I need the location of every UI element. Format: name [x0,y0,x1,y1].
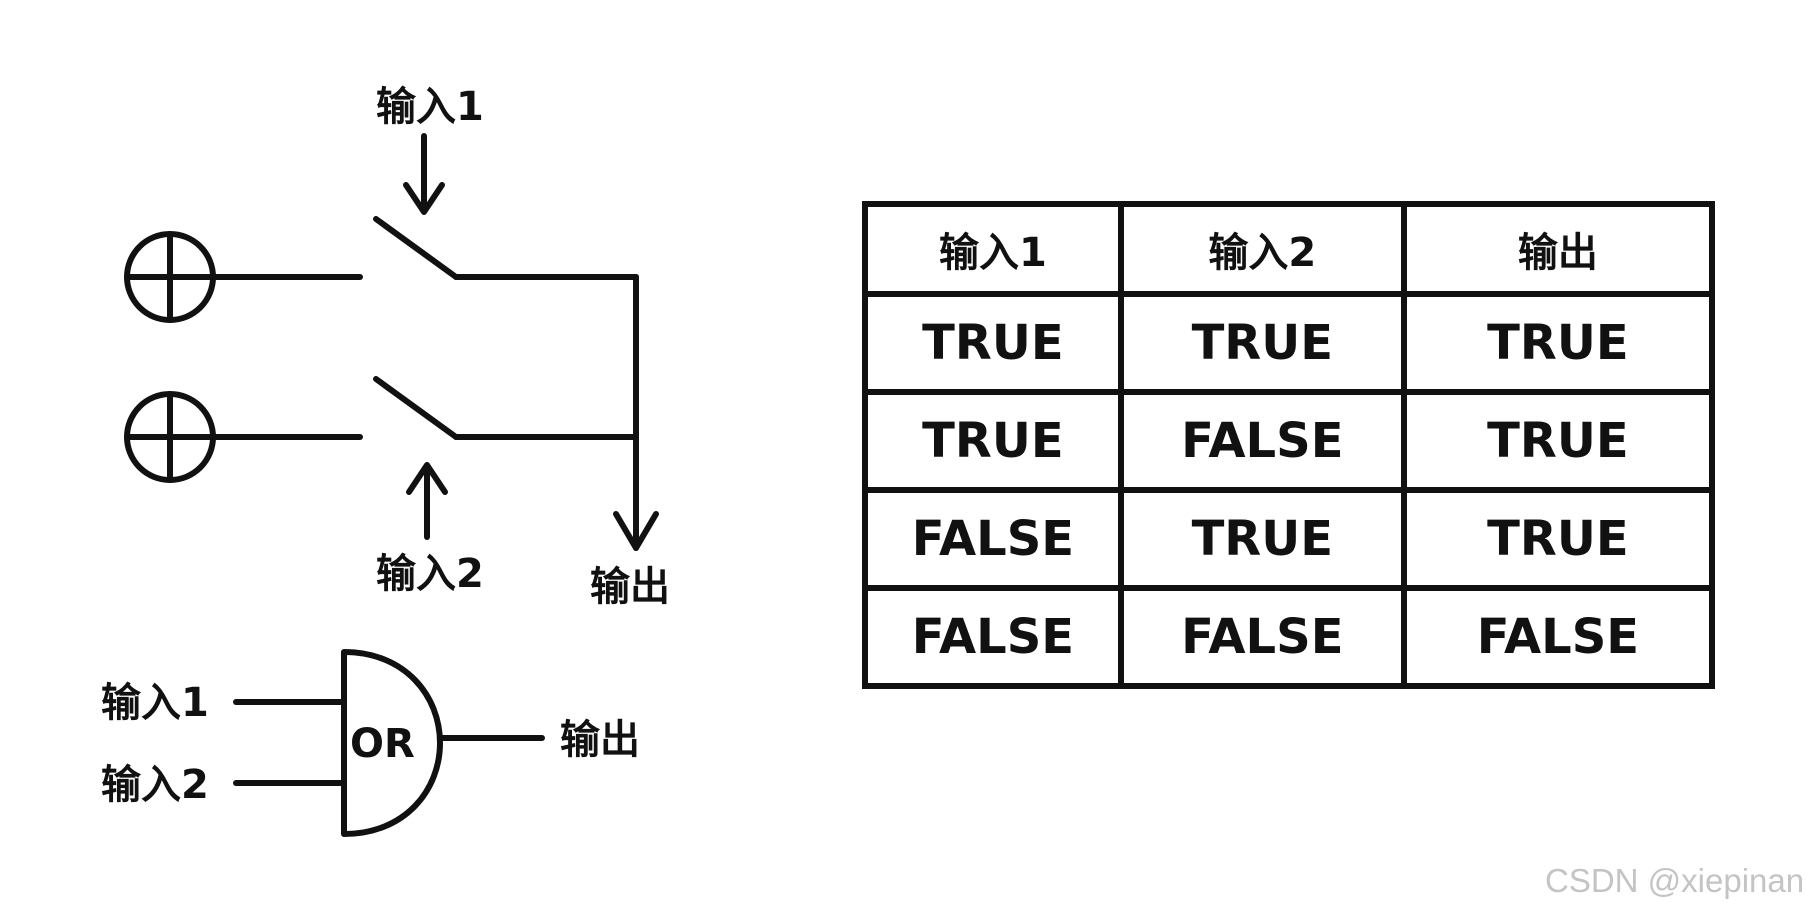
table-cell: TRUE [862,291,1124,395]
header-input-1: 输入1 [862,201,1124,297]
table-row: TRUE FALSE TRUE [862,389,1716,493]
switch-output-label: 输出 [590,564,670,610]
table-cell: TRUE [1400,487,1716,591]
gate-name-label: OR [350,721,415,767]
header-input-2: 输入2 [1117,201,1407,297]
or-gate-body [341,649,443,837]
switch-circuit: 输入1 输入2 输出 [124,84,670,610]
output-arrow-icon [613,511,659,551]
table-row: TRUE TRUE TRUE [862,291,1716,395]
table-cell: TRUE [1400,291,1716,395]
table-header-row: 输入1 输入2 输出 [862,201,1716,297]
table-cell: FALSE [1400,585,1716,689]
switch-2-blade [373,376,459,440]
switch-input-1-label: 输入1 [376,84,484,130]
watermark: CSDN @xiepinan [1545,862,1805,899]
switch-input-2-label: 输入2 [376,551,484,597]
table-cell: TRUE [862,389,1124,493]
gate-input-2-label: 输入2 [101,762,209,808]
gate-input-1-label: 输入1 [101,680,209,726]
or-gate: OR 输入1 输入2 输出 [101,649,640,837]
table-cell: FALSE [862,487,1124,591]
table-cell: TRUE [1117,291,1407,395]
input-2-arrow-icon [406,462,448,495]
table-row: FALSE FALSE FALSE [862,585,1716,689]
table-cell: TRUE [1117,487,1407,591]
power-source-2-icon [124,391,216,483]
table-cell: FALSE [862,585,1124,689]
power-source-1-icon [124,231,216,323]
table-cell: TRUE [1400,389,1716,493]
truth-table: 输入1 输入2 输出 TRUE TRUE TRUE TRUE FALSE TRU… [862,201,1716,689]
table-cell: FALSE [1117,389,1407,493]
gate-output-label: 输出 [560,717,640,763]
input-1-arrow-icon [403,182,445,215]
table-row: FALSE TRUE TRUE [862,487,1716,591]
switch-1-blade [373,216,459,280]
header-output: 输出 [1400,201,1716,297]
table-cell: FALSE [1117,585,1407,689]
